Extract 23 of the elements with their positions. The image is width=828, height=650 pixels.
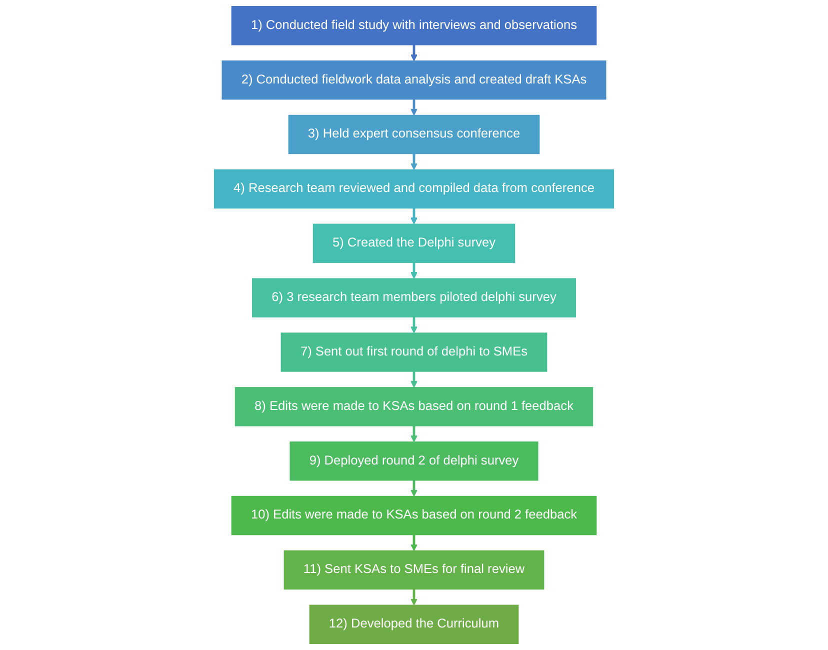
- node-box: 5) Created the Delphi survey: [312, 224, 516, 263]
- arrow: [410, 262, 418, 279]
- arrow: [410, 154, 418, 170]
- node-box: 6) 3 research team members piloted delphi survey: [252, 278, 576, 318]
- node-box: 8) Edits were made to KSAs based on round 1 feedback: [234, 387, 594, 426]
- node-box: 4) Research team reviewed and compiled data from conference: [214, 169, 614, 209]
- arrow: [410, 589, 418, 606]
- arrow: [410, 480, 418, 497]
- node-box: 1) Conducted field study with interviews and observations: [231, 6, 597, 46]
- node-box: 9) Deployed round 2 of delphi survey: [290, 441, 538, 481]
- node-box: 12) Developed the Curriculum: [309, 604, 519, 644]
- arrow: [410, 426, 418, 442]
- node-box: 2) Conducted fieldwork data analysis and created draft KSAs: [222, 60, 606, 100]
- arrow: [410, 99, 418, 116]
- arrow: [410, 534, 418, 552]
- arrow: [410, 208, 418, 224]
- arrow: [410, 44, 418, 62]
- arrow: [410, 317, 418, 334]
- node-box: 7) Sent out first round of delphi to SMEs: [280, 332, 548, 372]
- node-box: 3) Held expert consensus conference: [288, 114, 540, 154]
- node-box: 10) Edits were made to KSAs based on round 2 feedback: [231, 496, 597, 536]
- node-box: 11) Sent KSAs to SMEs for final review: [284, 550, 544, 590]
- arrow: [410, 371, 418, 388]
